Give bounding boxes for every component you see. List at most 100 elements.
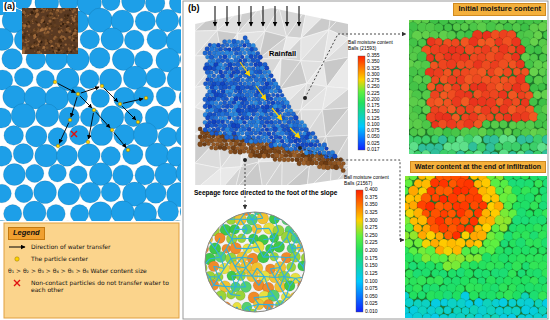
soil-grain xyxy=(74,24,76,26)
soil-particle xyxy=(123,66,147,90)
slope-particle xyxy=(227,55,231,59)
bedrock-particle xyxy=(341,168,346,173)
mesh-cell xyxy=(195,107,219,134)
soil-grain xyxy=(51,47,53,49)
moisture-ball xyxy=(521,216,530,225)
soil-grain xyxy=(22,11,25,14)
slope-particle xyxy=(254,131,258,135)
moisture-ball xyxy=(456,313,466,318)
moisture-ball xyxy=(525,314,533,318)
moisture-ball xyxy=(542,75,547,84)
soil-particle xyxy=(134,87,154,107)
soil-particle xyxy=(0,28,13,50)
soil-grain xyxy=(70,51,72,53)
bedrock-particle xyxy=(334,165,339,170)
mesh-cell xyxy=(282,161,310,190)
soil-grain xyxy=(68,52,69,53)
slope-particle xyxy=(269,73,274,78)
soil-particle xyxy=(0,146,12,166)
slope-particle xyxy=(234,128,238,132)
soil-particle xyxy=(14,68,33,87)
slope-particle xyxy=(258,131,262,135)
soil-grain xyxy=(32,20,35,23)
soil-grain xyxy=(46,34,49,37)
soil-grain xyxy=(71,10,73,12)
soil-grain xyxy=(42,16,45,19)
mesh-cell xyxy=(303,110,326,139)
moisture-ball xyxy=(431,313,440,318)
soil-grain xyxy=(36,21,38,23)
moisture-ball xyxy=(422,135,431,144)
soil-grain xyxy=(74,51,75,52)
slope-particle xyxy=(258,116,263,121)
moisture-ball xyxy=(483,314,491,318)
soil-grain xyxy=(58,28,60,30)
soil-grain xyxy=(39,8,40,9)
soil-grain xyxy=(72,18,75,21)
moisture-ball xyxy=(448,46,456,54)
soil-particle xyxy=(133,123,157,147)
particle-center xyxy=(56,144,60,148)
soil-grain xyxy=(32,19,35,22)
soil-grain xyxy=(51,30,53,32)
soil-grain xyxy=(38,40,41,43)
slope-particle xyxy=(240,131,244,135)
soil-particle xyxy=(166,220,181,221)
soil-particle xyxy=(26,164,44,182)
slope-particle xyxy=(236,70,241,75)
seepage-arrow xyxy=(272,108,282,120)
soil-grain xyxy=(59,40,60,41)
moisture-ball xyxy=(440,210,448,218)
soil-grain xyxy=(56,14,59,17)
mesh-cell xyxy=(239,86,265,111)
mesh-cell xyxy=(221,139,243,168)
soil-grain xyxy=(41,12,42,13)
moisture-ball xyxy=(529,67,538,76)
mesh xyxy=(195,8,349,190)
bedrock-particle xyxy=(218,145,222,149)
mesh-cell xyxy=(195,168,221,190)
soil-particle xyxy=(146,68,166,88)
slope-particle xyxy=(218,131,222,135)
zoom-ball xyxy=(306,203,318,215)
moisture-ball xyxy=(412,312,422,318)
moisture-ball xyxy=(525,135,533,143)
soil-grain xyxy=(56,52,57,53)
slope-particle xyxy=(245,116,250,121)
slope-particle xyxy=(249,93,253,97)
mesh-cell xyxy=(265,59,281,90)
slope-particle xyxy=(249,124,253,128)
mesh-cell xyxy=(195,163,221,190)
mesh-cell xyxy=(219,111,242,139)
moisture-ball xyxy=(543,31,547,39)
soil-particle xyxy=(3,164,25,186)
soil-particle xyxy=(134,202,157,221)
moisture-ball xyxy=(430,149,440,154)
soil-grain xyxy=(30,47,32,49)
slope-particle xyxy=(243,74,247,78)
soil-grain xyxy=(38,47,39,48)
slope-particle xyxy=(216,43,220,47)
soil-particle xyxy=(101,28,124,51)
bedrock-particle xyxy=(214,146,218,150)
rain-arrow xyxy=(215,6,216,26)
slope-particle xyxy=(254,77,259,82)
soil-grain xyxy=(65,31,67,33)
slope-particle xyxy=(236,47,241,52)
soil-grain xyxy=(51,34,53,36)
soil-grain xyxy=(28,25,31,28)
soil-grain xyxy=(32,23,33,24)
soil-grain xyxy=(50,10,52,12)
slope-particle xyxy=(225,104,230,109)
soil-particle xyxy=(47,204,66,221)
soil-grain xyxy=(72,24,74,26)
mesh-cell xyxy=(303,137,326,166)
soil-grain xyxy=(70,24,71,25)
water-transfer-arrow xyxy=(104,88,118,102)
soil-grain xyxy=(37,23,40,26)
soil-grain xyxy=(34,42,36,44)
soil-grain xyxy=(43,25,45,27)
bedrock-particle xyxy=(286,157,291,162)
moisture-ball xyxy=(418,83,426,91)
soil-grain xyxy=(36,43,38,45)
